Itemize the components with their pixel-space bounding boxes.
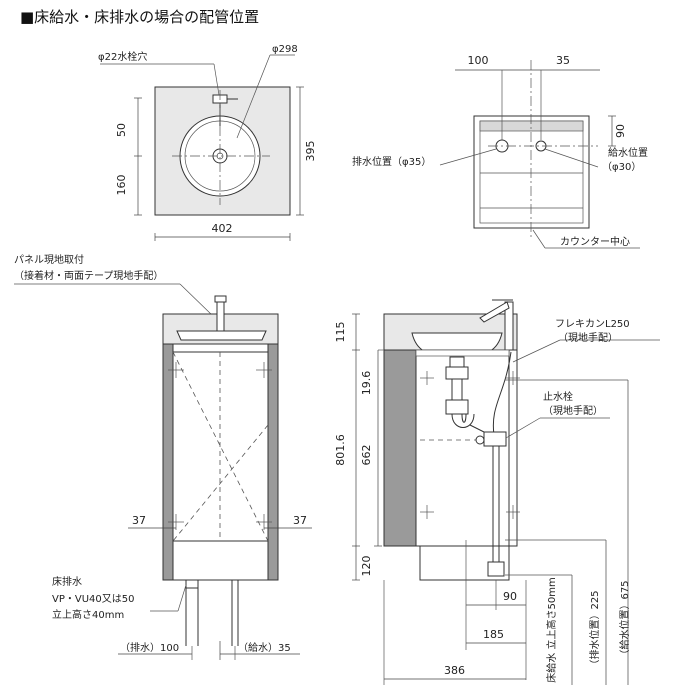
dim-50: 50 <box>115 123 128 137</box>
floor-drain-pipe <box>185 579 199 589</box>
dim-90-back: 90 <box>614 124 627 138</box>
dim-35-back: 35 <box>556 54 570 67</box>
side-faucet-spout <box>479 301 510 323</box>
cabinet-back <box>473 115 590 229</box>
drain-trap-bend <box>451 413 475 428</box>
dim-185: 185 <box>483 628 504 641</box>
supply-pos-675-label: （給水位置）675 <box>618 580 631 659</box>
panel-note-1: パネル現地取付 <box>14 253 84 266</box>
dim-386: 386 <box>444 664 465 677</box>
bowl-dia-label: φ298 <box>272 44 298 55</box>
supply-35-label: （給水）35 <box>238 641 291 654</box>
flex-pipe <box>492 351 512 436</box>
dim-120: 120 <box>360 556 373 577</box>
drain-position-label: 排水位置（φ35） <box>352 155 431 168</box>
panel-note-2: （接着材・両面テープ現地手配） <box>14 269 163 282</box>
drain-trap-top <box>449 356 465 368</box>
drain-100-label: （排水）100 <box>120 641 179 654</box>
faucet-front-icon <box>216 299 225 332</box>
front-view: パネル現地取付 （接着材・両面テープ現地手配） 37 37 <box>14 253 312 660</box>
dim-37-right: 37 <box>293 514 307 527</box>
dim-90-side: 90 <box>503 590 517 603</box>
side-view: 115 801.6 19.6 662 120 フレキカンL250 （現地手配） … <box>334 299 660 685</box>
page-title: ■床給水・床排水の場合の配管位置 <box>20 8 259 26</box>
dim-395: 395 <box>304 141 317 162</box>
supply-position-label-2: （φ30） <box>602 161 641 173</box>
dim-160: 160 <box>115 175 128 196</box>
top-view: φ22水栓穴 φ298 50 160 395 402 <box>98 44 317 241</box>
dim-37-left: 37 <box>132 514 146 527</box>
stop-valve-label-1: 止水栓 <box>543 390 573 403</box>
dim-19-6: 19.6 <box>360 371 373 396</box>
supply-position-label-1: 給水位置 <box>608 146 648 159</box>
flex-pipe-label-1: フレキカンL250 <box>555 318 630 330</box>
back-view: 100 35 90 排水位置（φ35） 給水位置 （φ30） カウンター中心 <box>352 54 648 249</box>
floor-drain-label-2: VP・VU40又は50 <box>52 593 134 605</box>
dim-402: 402 <box>212 222 233 235</box>
floor-drain-label-3: 立上高さ40mm <box>52 608 124 621</box>
supply-rise-label: 床給水 立上高さ50mm <box>545 577 558 682</box>
dim-662: 662 <box>360 445 373 466</box>
basin-front <box>176 330 267 341</box>
floor-drain-label-1: 床排水 <box>52 575 82 588</box>
dim-801-6: 801.6 <box>334 434 347 466</box>
cabinet-front <box>162 343 279 581</box>
dim-115: 115 <box>334 322 347 343</box>
faucet-hole-label: φ22水栓穴 <box>98 50 147 63</box>
stop-valve <box>483 431 507 447</box>
dim-100-back: 100 <box>468 54 489 67</box>
counter-center-label: カウンター中心 <box>560 235 630 248</box>
flex-pipe-label-2: （現地手配） <box>558 331 618 344</box>
stop-valve-label-2: （現地手配） <box>543 404 603 417</box>
drain-pos-225-label: （排水位置）225 <box>588 590 601 669</box>
